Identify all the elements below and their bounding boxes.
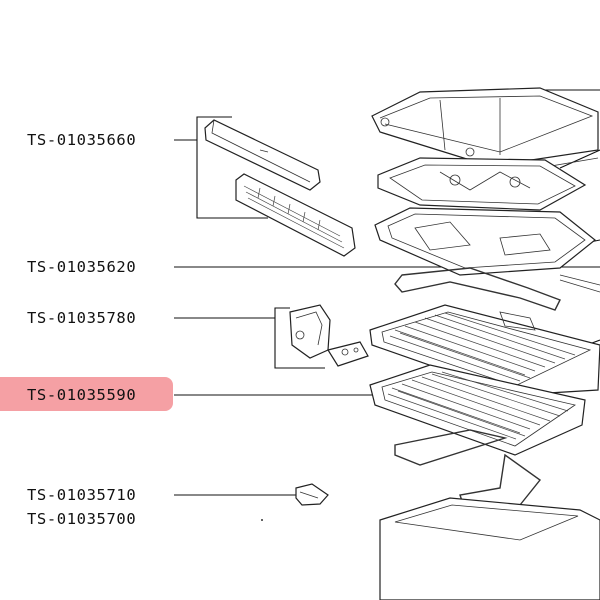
- part-label-ts-01035710[interactable]: TS-01035710: [27, 486, 137, 504]
- upper-grill-plate-drawing: [369, 304, 600, 396]
- part-label-ts-01035660[interactable]: TS-01035660: [27, 131, 137, 149]
- side-rod-drawing: [559, 274, 600, 293]
- hinge-drawing: [289, 304, 369, 367]
- heating-element-drawing: [394, 267, 561, 311]
- handle-bracket-drawing: [235, 173, 356, 257]
- part-label-ts-01035620[interactable]: TS-01035620: [27, 258, 137, 276]
- upper-heating-plate-drawing: [377, 157, 587, 211]
- part-label-ts-01035780[interactable]: TS-01035780: [27, 309, 137, 327]
- lower-grill-plate-drawing: [369, 364, 586, 456]
- handle-cover-drawing: [204, 119, 321, 191]
- stray-dot: [261, 519, 263, 521]
- selected-part-highlight: [0, 377, 173, 411]
- part-label-ts-01035700[interactable]: TS-01035700: [27, 510, 137, 528]
- upper-housing-drawing: [374, 207, 596, 276]
- part-label-ts-01035590[interactable]: TS-01035590: [27, 386, 137, 404]
- base-housing-drawing: [379, 497, 600, 600]
- clip-drawing: [295, 483, 329, 506]
